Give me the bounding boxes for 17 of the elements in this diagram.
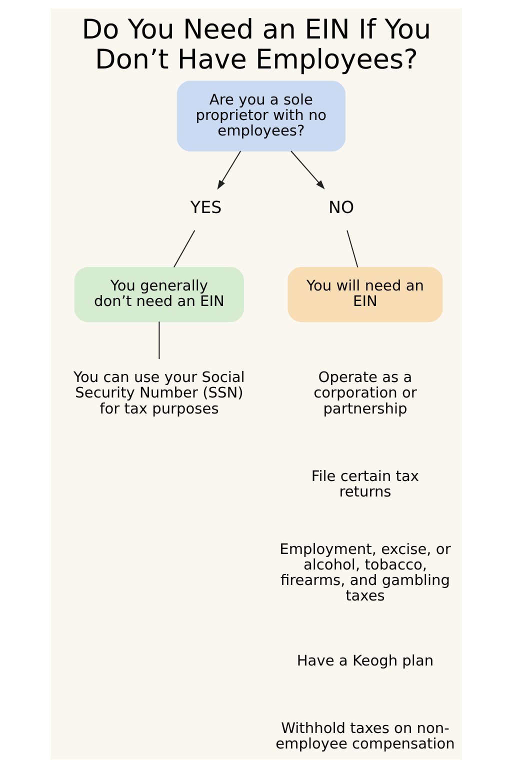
diagram-title: Do You Need an EIN If You Don’t Have Employees? [81, 14, 431, 76]
connector [346, 230, 358, 268]
label: Employment, excise, or alcohol, tobacco, firearms, and gambling taxes [279, 540, 450, 605]
node-text: You can use your Social Security Number (SSN) for tax purposes [73, 369, 244, 418]
arrow [290, 150, 324, 190]
label: File certain tax returns [310, 468, 419, 501]
label: Withhold taxes on non-employee compensation [275, 720, 454, 752]
connector [158, 322, 160, 359]
node-text: YES [190, 198, 222, 218]
label: Operate as a corporation or partnership [313, 369, 416, 418]
node-box: You generally don’t need an EIN [74, 266, 244, 322]
node-box: You will need an EIN [287, 266, 442, 322]
label: Have a Keogh plan [296, 652, 434, 670]
node-text: NO [328, 198, 354, 218]
node-box: Are you a sole proprietor with no employees? [176, 80, 345, 152]
arrow [216, 150, 241, 190]
connector [173, 230, 195, 268]
